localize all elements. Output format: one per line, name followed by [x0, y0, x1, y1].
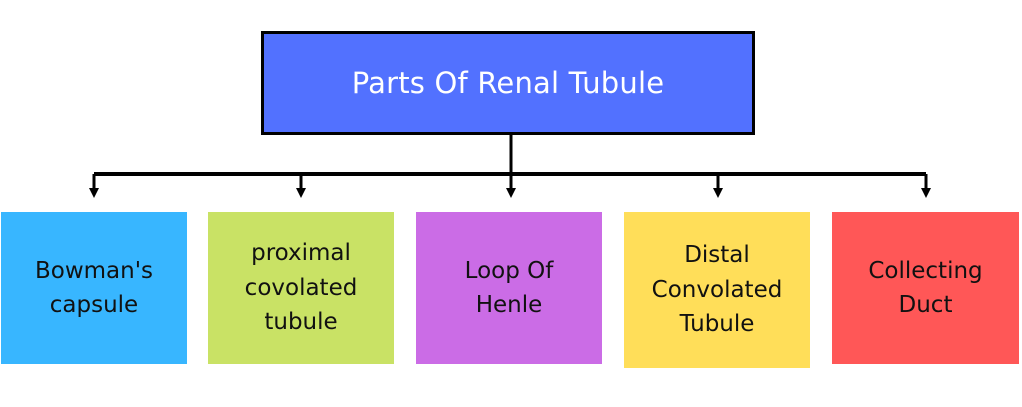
child-node-label-line: Duct: [898, 292, 953, 318]
root-node-label: Parts Of Renal Tubule: [351, 66, 665, 100]
child-node-label-line: Distal: [684, 242, 750, 269]
child-node-label-line: Loop Of: [464, 257, 554, 284]
child-node-label-line: proximal: [251, 240, 351, 267]
child-node-proximal-convoluted-tubule: proximal covolated tubule: [208, 212, 394, 364]
child-node-collecting-duct: Collecting Duct: [832, 212, 1019, 364]
child-node-label-line: Tubule: [679, 311, 755, 338]
child-node-label-line: Convolated: [651, 276, 783, 303]
child-node-label-line: Collecting: [868, 257, 983, 284]
root-node: Parts Of Renal Tubule: [261, 31, 755, 135]
child-node-label-line: capsule: [49, 292, 139, 318]
child-node-loop-of-henle: Loop Of Henle: [416, 212, 602, 364]
child-node-label-line: covolated: [244, 274, 358, 301]
child-node-label-line: tubule: [264, 309, 338, 336]
child-node-label-line: Bowman's: [34, 257, 154, 284]
child-node-bowmans-capsule: Bowman's capsule: [1, 212, 187, 364]
child-node-distal-convoluted-tubule: Distal Convolated Tubule: [624, 212, 810, 368]
child-node-label-line: Henle: [475, 292, 543, 318]
